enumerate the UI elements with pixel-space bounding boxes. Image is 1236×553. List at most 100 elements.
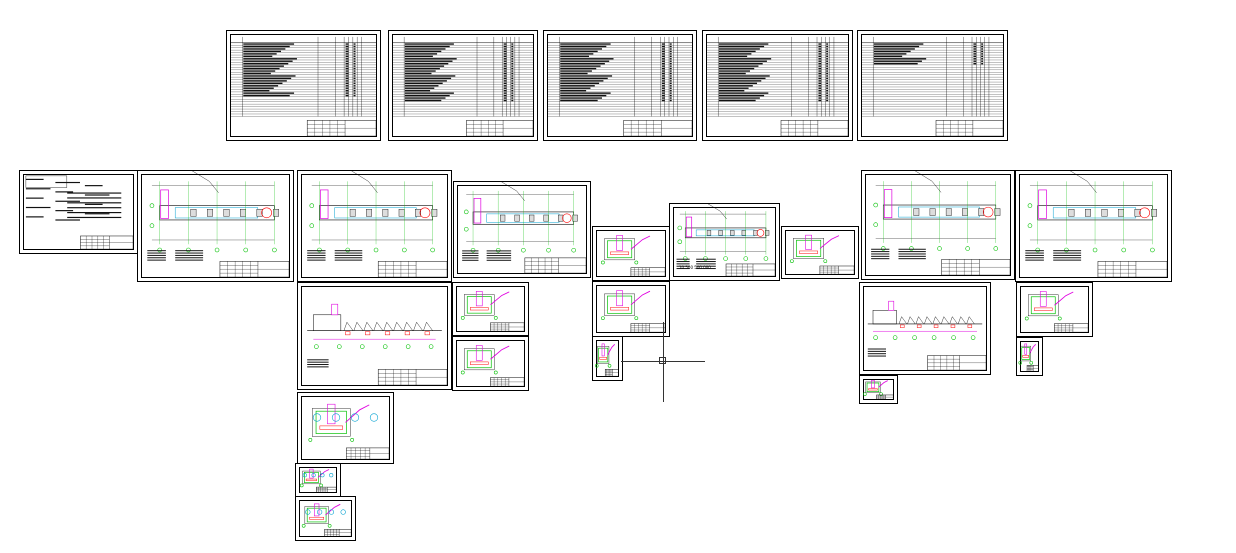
notes-text: [84, 203, 103, 205]
table-text: [818, 43, 822, 45]
detail-sheet-e[interactable]: [592, 281, 670, 337]
spec-sheet-4[interactable]: [702, 30, 853, 141]
spec-table-1: [230, 36, 377, 137]
plan-note-text: [871, 251, 890, 253]
table-text: [661, 43, 665, 45]
axis-marker: [823, 259, 828, 263]
table-text: [873, 45, 920, 48]
plan-sheet-right-1[interactable]: [861, 170, 1015, 280]
table-text: [826, 43, 829, 45]
table-text: [503, 75, 507, 77]
plan-room: [382, 209, 389, 217]
plan-note-text: [871, 255, 890, 257]
axis-marker: [319, 483, 323, 488]
plan-sheet-right-2[interactable]: [1015, 170, 1172, 282]
plan-center-sheet[interactable]: 10 500 500 000: [669, 203, 780, 281]
plan-note-text: [175, 259, 204, 261]
detail-pipe: [475, 291, 483, 307]
detail-sheet-g[interactable]: [859, 375, 898, 404]
plan-room: [207, 209, 213, 217]
axis-marker: [1018, 360, 1023, 365]
plan-sheet-2[interactable]: [297, 170, 452, 282]
title-block: [346, 447, 390, 460]
section-note-text: [307, 366, 329, 368]
axis-marker: [430, 247, 435, 253]
detail-sheet-i[interactable]: [1016, 337, 1043, 376]
table-text: [404, 99, 442, 102]
table-text: [560, 94, 607, 97]
spec-sheet-2[interactable]: [388, 30, 538, 141]
table-text: [345, 50, 349, 53]
table-text: [503, 53, 507, 55]
detail-sheet-h[interactable]: [1016, 282, 1093, 337]
table-text: [404, 53, 438, 55]
table-text: [353, 90, 356, 92]
table-text: [345, 87, 349, 89]
detail-drawing-b: [790, 234, 855, 275]
axis-marker: [993, 246, 999, 251]
detail-base: [305, 478, 317, 481]
plan-sheet-1[interactable]: [137, 170, 294, 282]
detail-drawing-l: [301, 503, 352, 537]
detail-sheet-j[interactable]: [297, 392, 394, 464]
detail-frame: [607, 240, 633, 259]
leader-line: [192, 171, 219, 193]
plan-note-text: [676, 268, 690, 270]
table-text: [353, 60, 356, 62]
table-text: [718, 92, 769, 94]
section-sheet-1[interactable]: [297, 282, 452, 390]
plan-room: [514, 214, 520, 222]
table-text: [826, 45, 829, 48]
plan-note-text: [147, 257, 166, 259]
table-text: [818, 55, 822, 57]
plan-equipment: [320, 189, 329, 219]
detail-sheet-l[interactable]: [295, 496, 356, 541]
section-drawing-right: [867, 300, 987, 371]
plan-note-text: [871, 253, 890, 255]
table-text: [669, 85, 672, 87]
detail-outline: [1020, 345, 1031, 362]
detail-sheet-k[interactable]: [295, 463, 341, 497]
table-text: [669, 58, 672, 60]
plan-note-text: [898, 248, 926, 250]
table-text: [404, 77, 452, 80]
spec-sheet-5[interactable]: [857, 30, 1008, 141]
table-text: [669, 63, 672, 65]
spec-sheet-3[interactable]: [543, 30, 697, 141]
plan-note-text: [1025, 254, 1044, 256]
spec-sheet-1[interactable]: [226, 30, 381, 141]
detail-sheet-b[interactable]: [781, 226, 859, 279]
table-text: [669, 55, 672, 57]
plan-sheet-3[interactable]: [453, 181, 591, 278]
general-notes-sheet[interactable]: [19, 170, 138, 254]
table-text: [404, 45, 450, 48]
detail-outline: [464, 294, 495, 316]
table-text: [718, 60, 767, 62]
detail-drawing-d: [460, 345, 525, 387]
table-text: [511, 85, 514, 87]
table-text: [981, 55, 984, 57]
table-text: [669, 87, 672, 89]
section-profile: [898, 316, 907, 325]
table-text: [560, 72, 588, 75]
axis-marker: [634, 316, 639, 321]
detail-sheet-d[interactable]: [452, 336, 529, 391]
table-text: [669, 82, 672, 85]
section-profile: [343, 321, 354, 331]
table-text: [981, 58, 984, 60]
detail-base: [1022, 355, 1029, 358]
leader-line: [707, 204, 727, 220]
detail-sheet-f[interactable]: [592, 336, 623, 381]
detail-sheet-c[interactable]: [452, 282, 529, 336]
table-text: [353, 43, 356, 45]
table-text: [669, 43, 672, 45]
section-equipment: [888, 300, 895, 311]
section-sheet-right[interactable]: [859, 282, 991, 375]
detail-sheet-a[interactable]: [592, 226, 670, 281]
table-text: [560, 48, 602, 50]
detail-drawing-c: [460, 291, 525, 332]
detail-drawing-e: [601, 290, 666, 333]
detail-frame: [1021, 347, 1031, 360]
table-text: [818, 67, 822, 70]
